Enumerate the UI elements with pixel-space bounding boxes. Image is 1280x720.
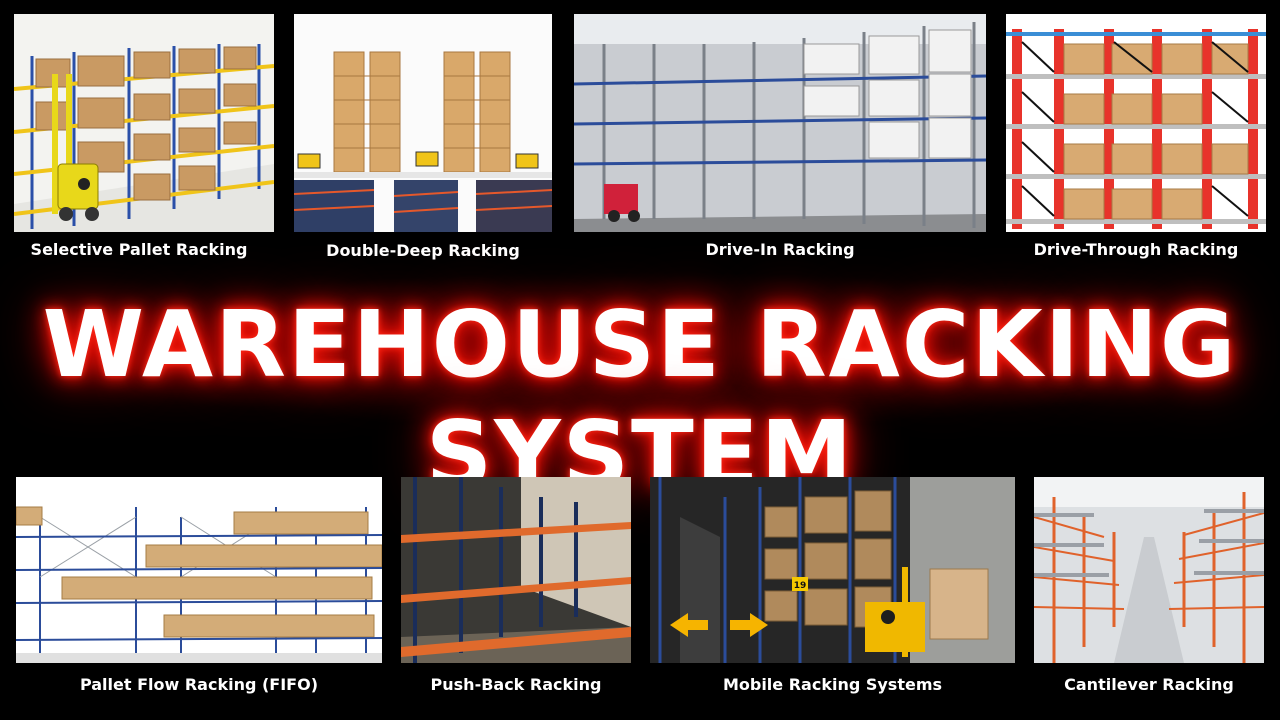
panel-label: Cantilever Racking <box>1064 675 1234 694</box>
aisle-number: 19 <box>794 581 807 591</box>
panel-label: Push-Back Racking <box>430 675 602 694</box>
cantilever-racking-image <box>1034 477 1264 663</box>
drive-in-racking-image <box>574 14 986 232</box>
panel-label: Pallet Flow Racking (FIFO) <box>79 675 319 694</box>
double-deep-racking-image <box>294 14 552 232</box>
panel-label: Double-Deep Racking <box>326 241 520 260</box>
drive-through-racking-image <box>1006 14 1266 232</box>
pallet-flow-racking-image <box>16 477 382 663</box>
panel-label: Mobile Racking Systems <box>722 675 943 694</box>
panel-label: Selective Pallet Racking <box>30 240 248 259</box>
panel-label: Drive-Through Racking <box>1033 240 1239 259</box>
page-title: WAREHOUSE RACKING SYSTEM <box>42 291 1238 508</box>
push-back-racking-image <box>401 477 631 663</box>
mobile-racking-systems-image: 19 <box>650 477 1015 663</box>
title-glow <box>0 270 1280 430</box>
selective-pallet-racking-image <box>14 14 274 232</box>
panel-label: Drive-In Racking <box>705 240 855 259</box>
